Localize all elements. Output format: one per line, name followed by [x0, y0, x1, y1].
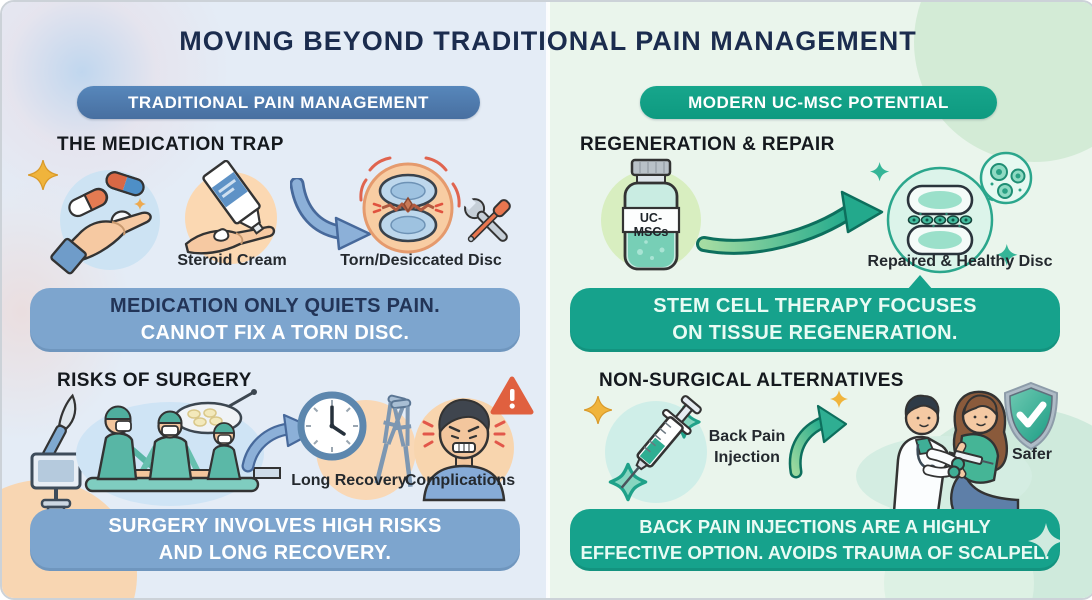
sparkle-icon [1028, 523, 1064, 559]
traditional-badge: TRADITIONAL PAIN MANAGEMENT [77, 86, 480, 119]
non-surgical-heading: NON-SURGICAL ALTERNATIVES [599, 370, 904, 391]
steroid-cream-icon [184, 160, 277, 264]
surgery-scene-icon [76, 389, 281, 506]
column-divider [546, 2, 550, 598]
repaired-disc-label: Repaired & Healthy Disc [867, 253, 1053, 270]
banner-line: ON TISSUE REGENERATION. [672, 322, 958, 344]
complications-label: Complications [404, 472, 516, 489]
injection-banner: BACK PAIN INJECTIONS ARE A HIGHLY EFFECT… [570, 509, 1060, 571]
steroid-cream-label: Steroid Cream [177, 252, 287, 269]
pain-man-icon [414, 398, 514, 502]
torn-disc-icon [359, 156, 461, 254]
healthy-disc-icon [870, 151, 1033, 274]
torn-disc-label: Torn/Desiccated Disc [340, 252, 502, 269]
doctor-patient-icon [856, 390, 1032, 516]
back-pain-injection-label: Back Pain Injection [700, 426, 794, 468]
syringe-cells-icon [605, 395, 707, 503]
monitor-icon [30, 452, 82, 518]
stem-cell-banner: STEM CELL THERAPY FOCUSES ON TISSUE REGE… [570, 288, 1060, 352]
regeneration-heading: REGENERATION & REPAIR [580, 134, 835, 155]
warning-triangle-icon [490, 376, 534, 415]
curved-arrow-icon [290, 178, 372, 251]
medication-trap-heading: THE MEDICATION TRAP [57, 134, 284, 155]
long-recovery-label: Long Recovery [291, 472, 407, 489]
banner-line: SURGERY INVOLVES HIGH RISKS [108, 515, 442, 537]
vial-label: UC-MSCs [633, 211, 669, 239]
label-line: Back Pain [708, 428, 786, 445]
banner-line: CANNOT FIX A TORN DISC. [140, 322, 410, 344]
tools-icon [461, 195, 511, 243]
label-line: Injection [714, 449, 780, 466]
risks-of-surgery-heading: RISKS OF SURGERY [57, 370, 252, 391]
surgery-banner: SURGERY INVOLVES HIGH RISKS AND LONG REC… [30, 509, 520, 571]
banner-notch [907, 275, 933, 290]
curved-arrow-icon [788, 404, 848, 479]
modern-badge: MODERN UC-MSC POTENTIAL [640, 86, 997, 119]
banner-line: AND LONG RECOVERY. [158, 542, 392, 564]
banner-line: STEM CELL THERAPY FOCUSES [653, 295, 977, 317]
banner-line: EFFECTIVE OPTION. AVOIDS TRAUMA OF SCALP… [580, 542, 1050, 563]
shield-check-icon [1003, 381, 1059, 451]
hand-pills-icon [50, 170, 160, 275]
banner-line: MEDICATION ONLY QUIETS PAIN. [110, 295, 440, 317]
page-title: MOVING BEYOND TRADITIONAL PAIN MANAGEMEN… [179, 26, 917, 56]
safer-label: Safer [1011, 446, 1053, 463]
ucmsc-vial-icon [601, 158, 701, 271]
banner-line: BACK PAIN INJECTIONS ARE A HIGHLY [639, 516, 991, 537]
curved-arrow-icon [696, 190, 884, 255]
medication-banner: MEDICATION ONLY QUIETS PAIN. CANNOT FIX … [30, 288, 520, 352]
clock-crutches-icon [297, 391, 416, 500]
